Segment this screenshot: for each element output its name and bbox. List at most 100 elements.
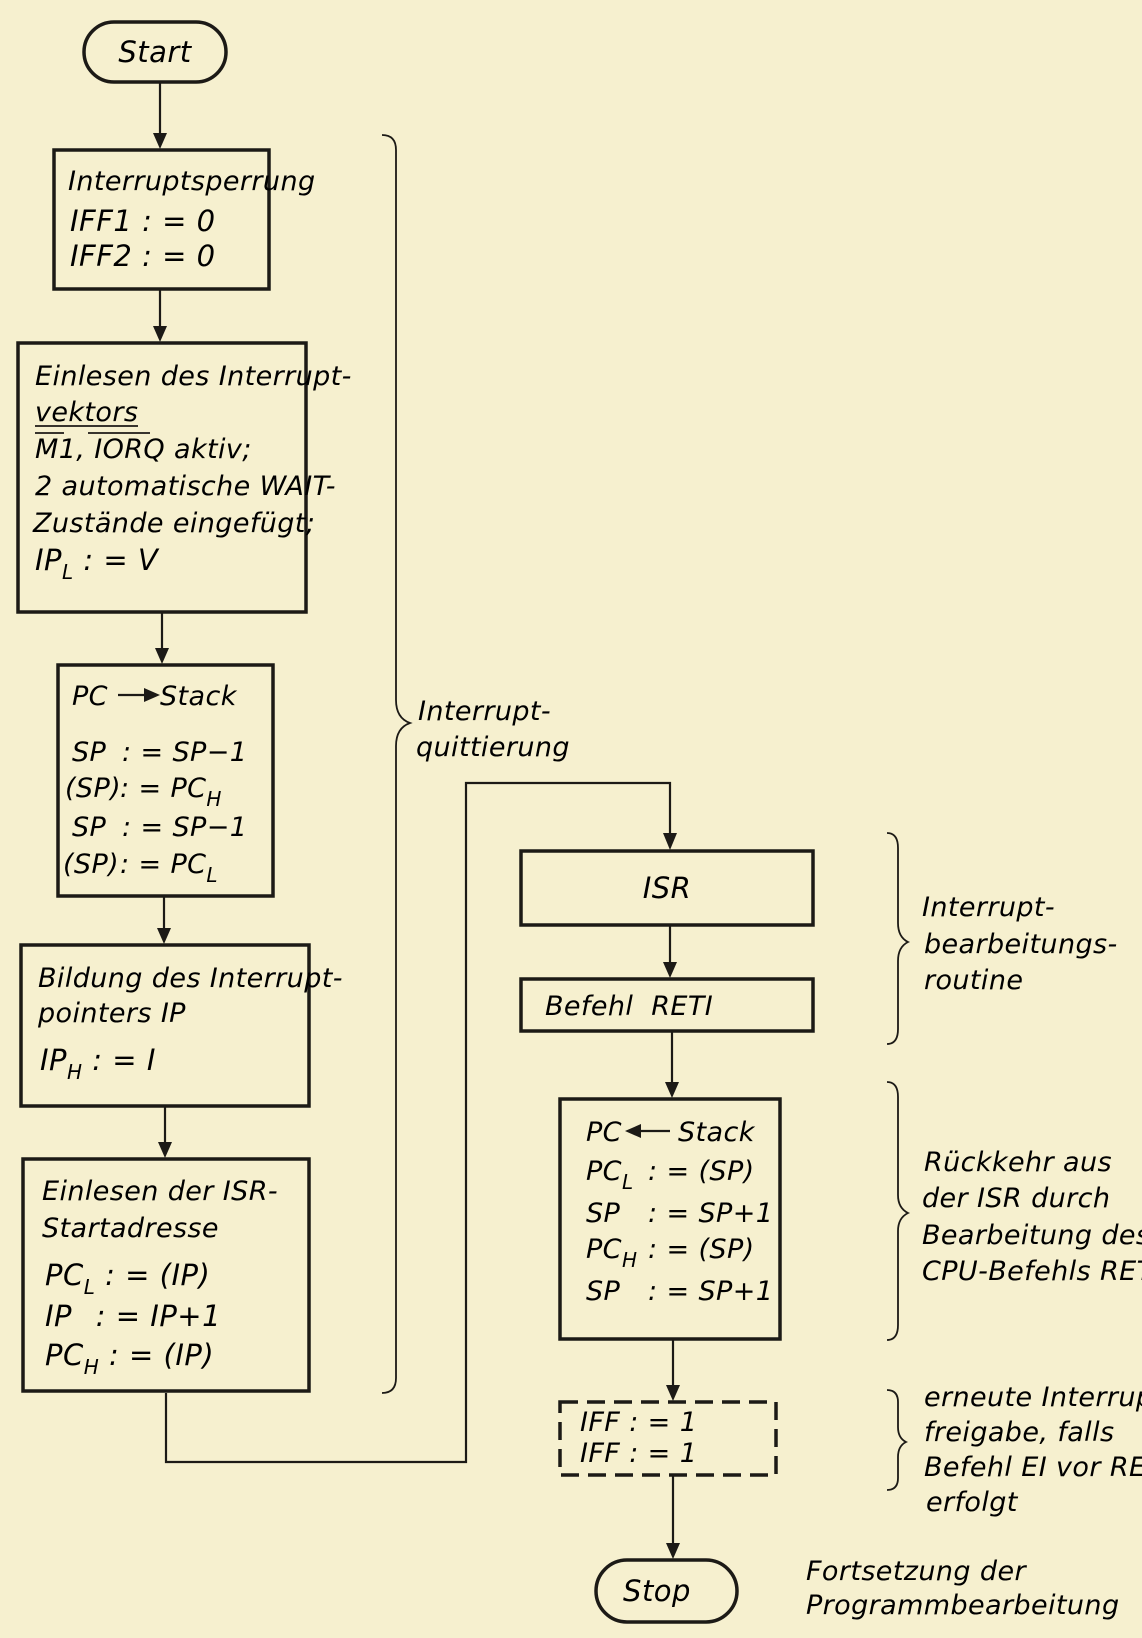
bildung-iph: IPH : = I bbox=[40, 1043, 156, 1084]
brace-quittierung bbox=[381, 134, 413, 1394]
isrstart-r3-left: PC bbox=[45, 1338, 84, 1372]
return-arrow-head bbox=[625, 1124, 641, 1138]
isrstart-shape bbox=[21, 1157, 311, 1393]
sperrung-title: Interruptsperrung bbox=[68, 166, 316, 197]
return-r2-left: SP bbox=[586, 1198, 621, 1229]
return-r3-main: PC bbox=[586, 1234, 622, 1265]
reti-label: Befehl RETI bbox=[545, 991, 713, 1022]
isrstart-r1: PCL : = (IP) bbox=[45, 1258, 210, 1299]
arrow-to-bildung bbox=[157, 928, 171, 944]
aktiv-text: aktiv; bbox=[165, 434, 252, 465]
return-pc: PC bbox=[586, 1117, 622, 1148]
box-bildung: Bildung des Interrupt- pointers IP IPH :… bbox=[19, 943, 342, 1108]
right-column-connectors bbox=[663, 926, 680, 1559]
vektor-ipl: IPL : = V bbox=[35, 543, 160, 584]
box-interruptsperrung: Interruptsperrung IFF1 : = 0 IFF2 : = 0 bbox=[52, 148, 316, 291]
box-reti: Befehl RETI bbox=[519, 977, 815, 1033]
isrstart-line1: Einlesen der ISR- bbox=[42, 1176, 278, 1207]
pcstack-r2-right: : = PCH bbox=[120, 773, 222, 811]
return-r3-left: PCH bbox=[586, 1234, 637, 1272]
arrow-to-isrstart bbox=[158, 1142, 172, 1158]
pcstack-r4-main: : = PC bbox=[120, 849, 206, 880]
bildung-line2: pointers IP bbox=[37, 998, 186, 1029]
fortsetzung-line1: Fortsetzung der bbox=[806, 1556, 1027, 1587]
pcstack-pc: PC bbox=[72, 681, 108, 712]
freigabe-line3: Befehl EI vor RETI bbox=[924, 1452, 1142, 1483]
quittierung-line2: quittierung bbox=[416, 732, 570, 763]
iph-rest: : = I bbox=[83, 1043, 156, 1077]
freigabe-line1: erneute Interrupt- bbox=[924, 1382, 1142, 1413]
isrstart-line2: Startadresse bbox=[42, 1213, 219, 1244]
return-r1-right: : = (SP) bbox=[648, 1156, 755, 1187]
return-shape bbox=[558, 1097, 782, 1341]
stop-label: Stop bbox=[623, 1574, 691, 1608]
arrow-to-sperrung bbox=[153, 133, 167, 149]
pcstack-r3-left: SP bbox=[72, 812, 107, 843]
quittierung-line1: Interrupt- bbox=[418, 696, 551, 727]
isrstart-r3-right: : = (IP) bbox=[99, 1338, 214, 1372]
box-einlesen-vektor: Einlesen des Interrupt- vektors M1, IORQ… bbox=[16, 341, 352, 614]
pcstack-r3-right: : = SP−1 bbox=[122, 812, 247, 843]
m1-signal: M1 bbox=[35, 434, 76, 465]
iff-shape bbox=[558, 1400, 778, 1477]
vektor-line4: 2 automatische WAIT- bbox=[35, 471, 336, 502]
stop-terminal: Stop bbox=[594, 1558, 739, 1624]
vektor-line1: Einlesen des Interrupt- bbox=[35, 361, 352, 392]
iorq-signal: IORQ bbox=[94, 434, 165, 465]
arrow-to-stop bbox=[666, 1543, 680, 1559]
braces bbox=[381, 134, 911, 1491]
isrstart-r1-right: : = (IP) bbox=[95, 1258, 210, 1292]
sperrung-shape bbox=[52, 148, 271, 291]
pcstack-r2-sub: H bbox=[206, 787, 221, 811]
isrstart-r1-left: PC bbox=[45, 1258, 84, 1292]
iff-line2: IFF : = 1 bbox=[580, 1438, 697, 1469]
box-iff: IFF : = 1 IFF : = 1 bbox=[558, 1400, 778, 1477]
rueckkehr-line2: der ISR durch bbox=[922, 1183, 1110, 1214]
isrstart-r2-right: : = IP+1 bbox=[86, 1299, 221, 1333]
rueckkehr-line4: CPU-Befehls RETI bbox=[922, 1256, 1142, 1287]
bildung-shape bbox=[19, 943, 311, 1108]
box-return: PC Stack PCL : = (SP) SP : = SP+1 PCH : … bbox=[558, 1097, 782, 1341]
return-stack: Stack bbox=[678, 1117, 756, 1148]
arrow-to-stack bbox=[155, 648, 169, 664]
pcstack-r2-left: (SP) bbox=[65, 773, 121, 804]
pcstack-stack: Stack bbox=[160, 681, 238, 712]
isrstart-r3-sub: H bbox=[84, 1355, 100, 1379]
pcstack-r1-left: SP bbox=[72, 737, 107, 768]
signal-comma: , bbox=[76, 434, 94, 465]
rueckkehr-line1: Rückkehr aus bbox=[924, 1147, 1112, 1178]
iph-ip: IP bbox=[40, 1043, 67, 1077]
pcstack-r4-left: (SP) bbox=[63, 849, 119, 880]
freigabe-line2: freigabe, falls bbox=[924, 1417, 1114, 1448]
fortsetzung-line2: Programmbearbeitung bbox=[806, 1590, 1120, 1621]
start-label: Start bbox=[118, 35, 192, 69]
iff-line1: IFF : = 1 bbox=[580, 1407, 697, 1438]
box-isr: ISR bbox=[519, 849, 815, 927]
return-r1-left: PCL bbox=[586, 1156, 633, 1194]
reti-shape bbox=[519, 977, 815, 1033]
pcstack-r1-right: : = SP−1 bbox=[122, 737, 247, 768]
ipl-ip: IP bbox=[35, 543, 62, 577]
return-r2-right: : = SP+1 bbox=[648, 1198, 773, 1229]
pcstack-r4-sub: L bbox=[206, 863, 218, 887]
connector-isrstart-to-isr bbox=[164, 781, 672, 1464]
isrstart-r2: IP : = IP+1 bbox=[45, 1299, 221, 1333]
return-r4-right: : = SP+1 bbox=[648, 1276, 773, 1307]
isr-shape bbox=[519, 849, 815, 927]
start-terminal: Start bbox=[82, 20, 228, 84]
vektor-line5: Zustände eingefügt; bbox=[32, 508, 315, 539]
pcstack-arrow-head bbox=[144, 688, 160, 702]
left-column-connectors bbox=[153, 83, 677, 1464]
bearbeitung-line1: Interrupt- bbox=[922, 892, 1055, 923]
pcstack-r4-right: : = PCL bbox=[120, 849, 218, 887]
arrow-to-reti bbox=[663, 962, 677, 978]
freigabe-line4: erfolgt bbox=[926, 1487, 1019, 1518]
vektor-line3: M1, IORQ aktiv; bbox=[35, 434, 252, 465]
return-r1-sub: L bbox=[622, 1170, 634, 1194]
sperrung-iff1: IFF1 : = 0 bbox=[70, 204, 216, 238]
brace-freigabe bbox=[886, 1389, 909, 1491]
return-r3-right: : = (SP) bbox=[648, 1234, 755, 1265]
bearbeitung-line3: routine bbox=[924, 965, 1023, 996]
arrow-to-vektor bbox=[153, 326, 167, 342]
